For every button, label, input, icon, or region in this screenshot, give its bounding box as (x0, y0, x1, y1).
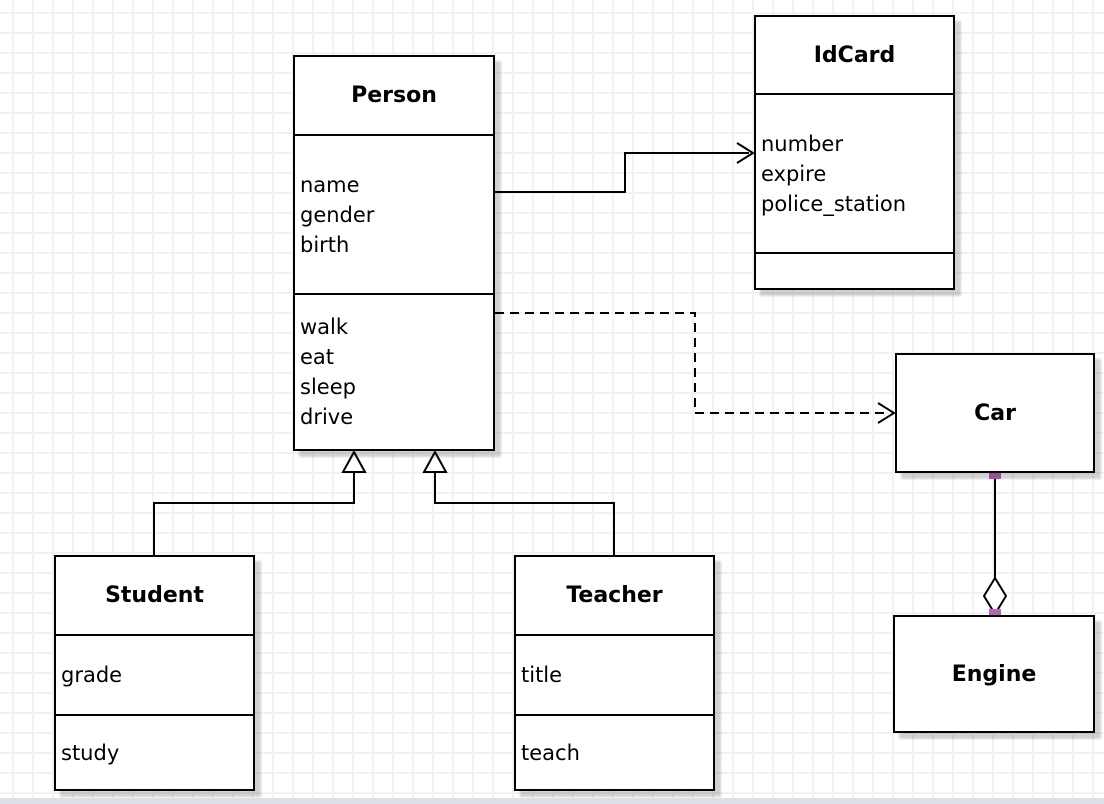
open-arrowhead-icon (736, 142, 755, 164)
method: eat (300, 345, 335, 369)
attribute: gender (300, 202, 375, 227)
methods-section: teach (516, 714, 713, 789)
attribute: expire (761, 161, 827, 186)
class-box-person[interactable]: Person name gender birth walk eat sleep … (293, 55, 495, 451)
attribute: name (300, 172, 360, 197)
hollow-triangle-icon (341, 449, 367, 473)
attributes-section: grade (56, 634, 253, 714)
class-box-student[interactable]: Student grade study (54, 555, 255, 791)
class-title: Person (351, 83, 437, 108)
class-box-idcard[interactable]: IdCard number expire police_station (754, 15, 955, 290)
attributes-section: name gender birth (295, 134, 493, 293)
attributes-section: number expire police_station (756, 93, 953, 252)
method: teach (521, 740, 580, 765)
class-box-engine[interactable]: Engine (893, 615, 1095, 733)
method: drive (300, 405, 354, 429)
edge-car-engine[interactable] (982, 467, 1008, 621)
class-title: Teacher (566, 583, 663, 608)
edge-student-person[interactable] (153, 449, 367, 555)
attribute: grade (61, 663, 123, 687)
attribute: title (521, 663, 563, 687)
method: study (61, 740, 120, 765)
class-title: Car (974, 400, 1016, 426)
edge-teacher-person[interactable] (422, 449, 615, 555)
methods-section (756, 252, 953, 288)
method: walk (300, 315, 349, 339)
methods-section: walk eat sleep drive (295, 293, 493, 449)
attribute: police_station (761, 191, 907, 216)
canvas-bottom-edge (0, 798, 1104, 804)
class-title: Student (105, 583, 204, 608)
class-box-car[interactable]: Car (895, 353, 1095, 473)
class-title: Engine (951, 661, 1037, 687)
attributes-section: title (516, 634, 713, 714)
hollow-diamond-icon (982, 576, 1008, 616)
class-title: IdCard (813, 42, 896, 68)
attribute: birth (300, 232, 350, 257)
hollow-triangle-icon (422, 449, 448, 473)
open-arrowhead-icon (877, 402, 896, 424)
methods-section: study (56, 714, 253, 789)
method: sleep (300, 375, 356, 399)
edge-person-car[interactable] (495, 312, 896, 424)
edge-person-idcard[interactable] (495, 142, 755, 193)
class-box-teacher[interactable]: Teacher title teach (514, 555, 715, 791)
attribute: number (761, 131, 843, 156)
